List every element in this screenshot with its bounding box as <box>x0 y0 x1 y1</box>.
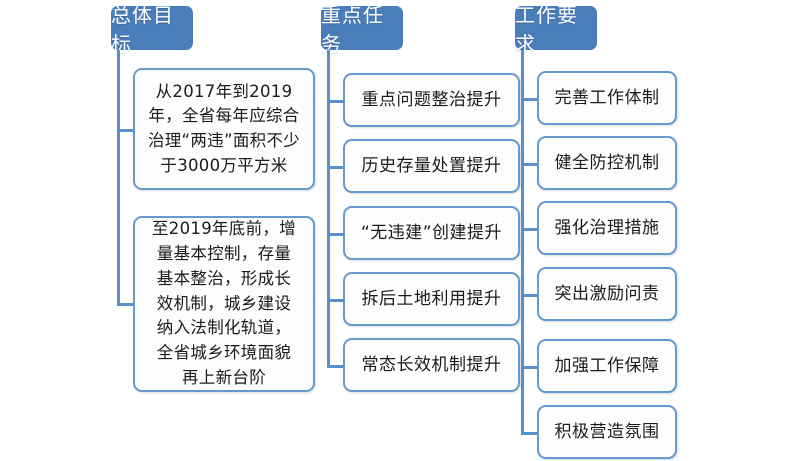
column-header-work-requirements: 工作要求 <box>515 3 597 56</box>
node-work-requirement-5[interactable]: 加强工作保障 <box>537 339 677 393</box>
node-work-requirement-6[interactable]: 积极营造氛围 <box>537 405 677 459</box>
connector-trunk-column-3 <box>521 50 524 433</box>
node-key-task-1[interactable]: 重点问题整治提升 <box>343 73 520 127</box>
node-label: 历史存量处置提升 <box>361 155 502 176</box>
connector-stub-col3-item-3 <box>521 228 539 231</box>
node-overall-goal-2[interactable]: 至2019年底前，增量基本控制，存量基本整治，形成长效机制，城乡建设纳入法制化轨… <box>133 216 315 392</box>
node-work-requirement-1[interactable]: 完善工作体制 <box>537 71 677 125</box>
connector-stub-col2-item-4 <box>327 299 345 302</box>
node-label: 健全防控机制 <box>554 152 660 173</box>
column-header-overall-goal: 总体目标 <box>111 3 193 56</box>
node-label: 突出激励问责 <box>554 283 660 304</box>
connector-stub-col2-item-1 <box>327 100 345 103</box>
connector-stub-col3-item-6 <box>521 432 539 435</box>
node-label: 从2017年到2019年，全省每年应综合治理“两违”面积不少于3000万平方米 <box>147 81 301 175</box>
connector-stub-col3-item-2 <box>521 163 539 166</box>
node-label: 至2019年底前，增量基本控制，存量基本整治，形成长效机制，城乡建设纳入法制化轨… <box>152 219 296 387</box>
node-label: “无违建”创建提升 <box>360 222 503 243</box>
connector-stub-col1-item-1 <box>117 129 135 132</box>
node-key-task-4[interactable]: 拆后土地利用提升 <box>343 272 520 326</box>
node-work-requirement-2[interactable]: 健全防控机制 <box>537 136 677 190</box>
connector-trunk-column-1 <box>117 50 120 305</box>
node-label: 拆后土地利用提升 <box>361 288 502 309</box>
connector-stub-col3-item-1 <box>521 98 539 101</box>
node-label: 强化治理措施 <box>554 217 660 238</box>
node-key-task-3[interactable]: “无违建”创建提升 <box>343 206 520 260</box>
connector-stub-col3-item-5 <box>521 366 539 369</box>
node-key-task-2[interactable]: 历史存量处置提升 <box>343 139 520 193</box>
node-label: 积极营造氛围 <box>554 421 660 442</box>
connector-stub-col1-item-2 <box>117 303 135 306</box>
column-header-label: 总体目标 <box>111 3 174 56</box>
node-label: 完善工作体制 <box>554 87 660 108</box>
connector-trunk-column-2 <box>327 50 330 366</box>
node-label: 加强工作保障 <box>554 355 660 376</box>
node-key-task-5[interactable]: 常态长效机制提升 <box>343 338 520 392</box>
column-header-key-tasks: 重点任务 <box>321 3 403 56</box>
node-label: 常态长效机制提升 <box>361 354 502 375</box>
connector-stub-col3-item-4 <box>521 294 539 297</box>
connector-stub-col2-item-5 <box>327 365 345 368</box>
column-header-label: 工作要求 <box>515 3 578 56</box>
connector-stub-col2-item-2 <box>327 166 345 169</box>
node-overall-goal-1[interactable]: 从2017年到2019年，全省每年应综合治理“两违”面积不少于3000万平方米 <box>133 68 315 190</box>
connector-stub-col2-item-3 <box>327 233 345 236</box>
node-work-requirement-4[interactable]: 突出激励问责 <box>537 267 677 321</box>
node-work-requirement-3[interactable]: 强化治理措施 <box>537 201 677 255</box>
node-label: 重点问题整治提升 <box>361 89 502 110</box>
column-header-label: 重点任务 <box>321 3 384 56</box>
